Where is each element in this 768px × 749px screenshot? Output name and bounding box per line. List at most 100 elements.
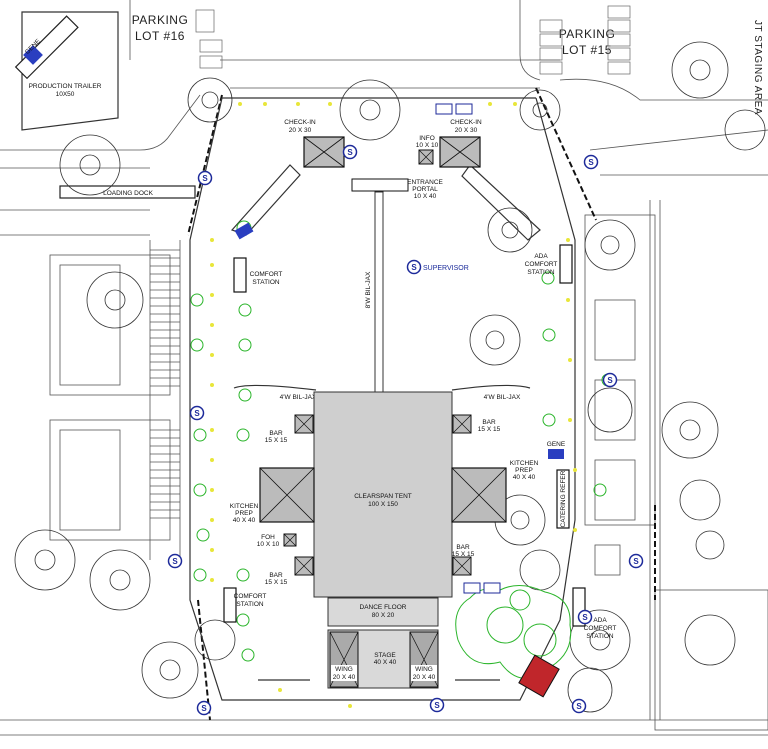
wing-size-right: 20 X 40 — [413, 674, 436, 681]
info-size: 10 X 10 — [416, 142, 439, 149]
svg-text:S: S — [347, 148, 353, 157]
tree-icon — [519, 89, 561, 131]
tree-icon — [567, 667, 613, 713]
vehicle-icon — [518, 654, 560, 698]
generator-icon — [234, 222, 254, 240]
entrance-portal — [351, 178, 409, 192]
ada-station-label-rt: STATION — [527, 269, 555, 276]
bar-label-rt: BAR — [482, 419, 496, 426]
svg-text:S: S — [576, 702, 582, 711]
tree-icon — [194, 619, 236, 661]
security-icon: S — [167, 553, 183, 569]
shuttle-icon — [435, 103, 501, 594]
tent-size: 100 X 150 — [368, 501, 398, 508]
svg-text:S: S — [201, 704, 207, 713]
tree-icon — [684, 614, 736, 666]
tree-icon — [469, 314, 521, 366]
security-icon: S — [406, 259, 422, 275]
tree-icon — [584, 219, 636, 271]
production-trailer — [14, 15, 79, 80]
svg-text:S: S — [582, 613, 588, 622]
tree-icon — [187, 77, 233, 123]
kitchen-prep-right: KITCHEN PREP 40 X 40 — [451, 460, 539, 523]
foh-size: 10 X 10 — [257, 541, 280, 548]
svg-text:S: S — [194, 409, 200, 418]
staging-area-label: JT STAGING AREA — [752, 20, 763, 115]
kitchen-label-left: KITCHEN — [230, 503, 259, 510]
wing-label-left: WING — [335, 666, 353, 673]
right-building — [584, 214, 768, 731]
bil-jax-left-label: 4'W BIL-JAX — [280, 394, 317, 401]
parking-lot15-label: PARKING — [559, 27, 616, 41]
comfort-label-lb: COMFORT — [234, 593, 267, 600]
bar-size-lt: 15 X 15 — [265, 437, 288, 444]
kitchen-prep-left: KITCHEN PREP 40 X 40 — [230, 467, 315, 524]
security-icon: S — [571, 698, 587, 714]
tree-icon — [339, 79, 401, 141]
check-in-tent-left: CHECK-IN 20 X 30 — [284, 119, 345, 168]
parking-stalls — [195, 5, 631, 75]
parking-lot16-label: PARKING — [132, 13, 189, 27]
tree-icon — [695, 530, 725, 560]
security-icon: S — [189, 405, 205, 421]
generator-icon — [548, 449, 564, 459]
security-icon: S — [342, 144, 358, 160]
green-plantings — [190, 220, 615, 679]
wing-right: WING 20 X 40 — [409, 631, 439, 688]
svg-text:S: S — [202, 174, 208, 183]
check-in-tent-right: CHECK-IN 20 X 30 — [439, 119, 482, 168]
ada-comfort-label-rt: COMFORT — [525, 261, 558, 268]
svg-text:S: S — [633, 557, 639, 566]
production-trailer-area: GENE PRODUCTION TRAILER 10X50 — [14, 11, 119, 131]
bar-left-top: BAR 15 X 15 — [265, 414, 314, 444]
info-label: INFO — [419, 135, 435, 142]
wing-label-right: WING — [415, 666, 433, 673]
loading-dock-label: LOADING DOCK — [103, 190, 154, 197]
security-icon: S — [583, 154, 599, 170]
security-icon: S — [602, 372, 618, 388]
bil-jax-right — [451, 384, 531, 391]
comfort-station-left-bottom: COMFORT STATION — [223, 587, 267, 623]
security-icon: S — [628, 553, 644, 569]
check-in-label-right: CHECK-IN — [450, 119, 482, 126]
tree-icon — [519, 549, 561, 591]
ada-comfort-label-rb: COMFORT — [584, 625, 617, 632]
bil-jax-walkway — [374, 191, 384, 393]
kitchen-label-right-2: PREP — [515, 467, 533, 474]
kitchen-label-left-2: PREP — [235, 510, 253, 517]
tree-icon — [59, 134, 121, 196]
plaza-outline — [189, 97, 576, 701]
bil-jax-vertical-label: 8'W BIL-JAX — [365, 271, 372, 308]
security-icon: S — [577, 609, 593, 625]
tree-icon — [487, 207, 533, 253]
check-in-size-left: 20 X 30 — [289, 127, 312, 134]
bar-right-top: BAR 15 X 15 — [452, 414, 501, 434]
stage-size: 40 X 40 — [374, 659, 397, 666]
bil-jax-right-label: 4'W BIL-JAX — [484, 394, 521, 401]
parking-lot15-number: LOT #15 — [562, 43, 612, 57]
comfort-label-lb-2: STATION — [236, 601, 264, 608]
light-markers — [210, 102, 577, 708]
left-building — [49, 240, 181, 560]
check-in-label-left: CHECK-IN — [284, 119, 316, 126]
tree-icon — [661, 401, 719, 459]
wing-left: WING 20 X 40 — [329, 631, 359, 688]
dance-floor — [327, 597, 439, 627]
bil-jax-left — [233, 384, 317, 391]
security-markers: S S S S S S S S S S S S — [167, 144, 644, 716]
tree-icon — [671, 41, 729, 99]
tree-icon — [89, 549, 151, 611]
comfort-label-lt-2: STATION — [252, 279, 280, 286]
fence-lines — [187, 87, 656, 721]
entrance-portal-size: 10 X 40 — [414, 193, 437, 200]
security-icon: S — [429, 697, 445, 713]
comfort-label-lt: COMFORT — [250, 271, 283, 278]
bar-right-bottom: BAR 15 X 15 — [452, 544, 475, 576]
kitchen-label-right: KITCHEN — [510, 460, 539, 467]
ada-station-label-rb: STATION — [586, 633, 614, 640]
bar-label-rb: BAR — [456, 544, 470, 551]
tree-icon — [141, 641, 199, 699]
dance-floor-size: 80 X 20 — [372, 612, 395, 619]
